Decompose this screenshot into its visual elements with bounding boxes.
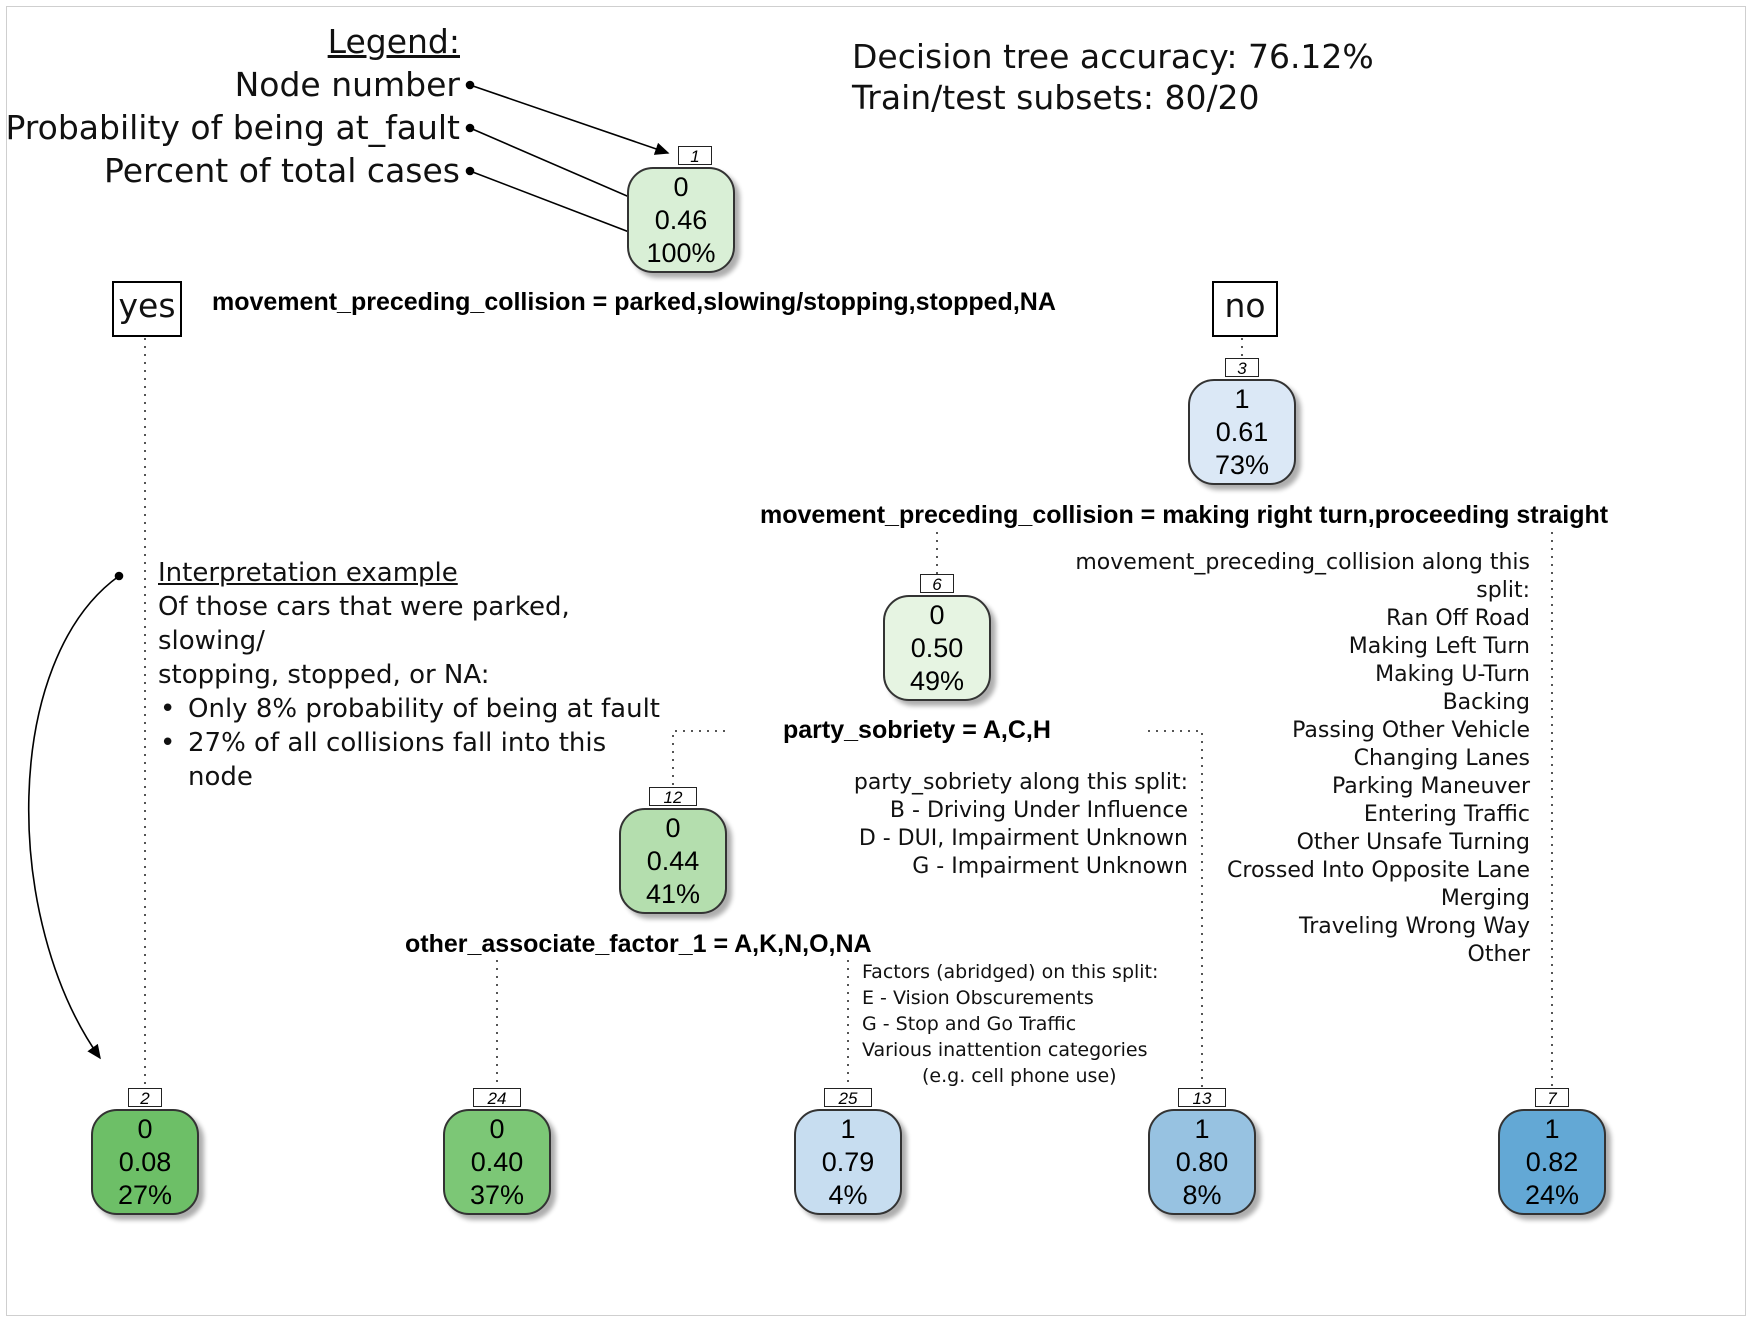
node-class: 1	[1544, 1114, 1560, 1144]
node-class: 0	[929, 600, 945, 630]
node-probability: 0.61	[1215, 417, 1269, 447]
node-percent: 8%	[1182, 1180, 1222, 1210]
legend-arrow-percent	[469, 170, 652, 242]
node-class: 0	[673, 172, 689, 202]
node-percent: 100%	[646, 238, 716, 268]
interpretation-bullet: Only 8% probability of being at fault	[158, 692, 678, 726]
accuracy-text: Decision tree accuracy: 76.12%	[852, 37, 1374, 76]
node-class: 1	[1234, 384, 1250, 414]
split-node3: movement_preceding_collision = making ri…	[760, 501, 1609, 529]
node-percent: 41%	[645, 879, 701, 909]
node-probability: 0.08	[118, 1147, 172, 1177]
movement-note-item: Making Left Turn	[1348, 634, 1530, 659]
node6-right-line	[1148, 730, 1203, 1088]
node-percent: 4%	[828, 1180, 868, 1210]
interpretation-title: Interpretation example	[158, 558, 458, 588]
sobriety-note-item: D - DUI, Impairment Unknown	[858, 826, 1188, 851]
node-percent: 27%	[117, 1180, 173, 1210]
tree-node-3: 1 0.61 73%	[1188, 379, 1296, 485]
node-probability: 0.82	[1525, 1147, 1579, 1177]
node-number: 2	[128, 1088, 162, 1108]
movement-note-item: Making U-Turn	[1375, 662, 1530, 687]
tree-node-2: 0 0.08 27%	[91, 1109, 199, 1215]
no-label: no	[1212, 281, 1278, 337]
node-class: 1	[1194, 1114, 1210, 1144]
node-number: 3	[1225, 358, 1259, 378]
movement-note-item: Changing Lanes	[1353, 746, 1530, 771]
movement-note-item: Traveling Wrong Way	[1299, 914, 1530, 939]
diagram-frame	[6, 6, 1746, 1316]
legend-title: Legend:	[327, 22, 460, 61]
node-number: 6	[920, 574, 954, 594]
movement-note: movement_preceding_collision along this …	[1020, 549, 1530, 969]
sobriety-note-item: B - Driving Under Influence	[889, 798, 1188, 823]
interpretation-block: Interpretation example Of those cars tha…	[158, 556, 678, 794]
legend-node-number: Node number	[234, 65, 460, 104]
node-probability: 0.40	[470, 1147, 524, 1177]
sobriety-note-item: G - Impairment Unknown	[912, 854, 1188, 879]
node-percent: 49%	[909, 666, 965, 696]
movement-note-item: Parking Maneuver	[1331, 774, 1530, 799]
node-percent: 73%	[1214, 450, 1270, 480]
factors-note-item: E - Vision Obscurements	[862, 987, 1094, 1009]
tree-node-12: 0 0.44 41%	[619, 808, 727, 914]
interpretation-bullet: 27% of all collisions fall into this nod…	[158, 726, 678, 794]
legend-percent: Percent of total cases	[104, 151, 460, 190]
movement-note-item: Backing	[1442, 690, 1530, 715]
node-percent: 37%	[469, 1180, 525, 1210]
node-probability: 0.79	[821, 1147, 875, 1177]
interpretation-line1: Of those cars that were parked, slowing/	[158, 592, 570, 656]
node-class: 1	[840, 1114, 856, 1144]
factors-note-title: Factors (abridged) on this split:	[862, 961, 1159, 983]
movement-note-title: movement_preceding_collision along this …	[1075, 550, 1530, 603]
node-number: 13	[1178, 1088, 1226, 1108]
tree-node-1: 0 0.46 100%	[627, 167, 735, 273]
node-class: 0	[489, 1114, 505, 1144]
node-number: 12	[649, 787, 697, 807]
movement-note-item: Entering Traffic	[1363, 802, 1530, 827]
interpretation-line2: stopping, stopped, or NA:	[158, 660, 490, 690]
sobriety-note: party_sobriety along this split: B - Dri…	[810, 769, 1188, 881]
movement-note-item: Ran Off Road	[1386, 606, 1530, 631]
train-test-text: Train/test subsets: 80/20	[852, 78, 1260, 117]
node-number: 1	[678, 146, 712, 166]
movement-note-item: Other Unsafe Turning	[1296, 830, 1530, 855]
tree-node-25: 1 0.79 4%	[794, 1109, 902, 1215]
node-percent: 24%	[1524, 1180, 1580, 1210]
tree-node-6: 0 0.50 49%	[883, 595, 991, 701]
tree-node-7: 1 0.82 24%	[1498, 1109, 1606, 1215]
split-root: movement_preceding_collision = parked,sl…	[212, 288, 1056, 316]
legend-arrow-probability	[469, 127, 652, 207]
movement-note-item: Passing Other Vehicle	[1292, 718, 1530, 743]
factors-note: Factors (abridged) on this split: E - Vi…	[862, 959, 1202, 1089]
node-class: 0	[137, 1114, 153, 1144]
yes-label: yes	[112, 281, 182, 337]
node6-left-line	[672, 730, 725, 786]
legend-probability: Probability of being at_fault	[5, 108, 460, 147]
node-number: 7	[1535, 1088, 1569, 1108]
factors-note-item: (e.g. cell phone use)	[922, 1065, 1117, 1087]
node-number: 25	[824, 1088, 872, 1108]
node-probability: 0.44	[646, 846, 700, 876]
node-probability: 0.80	[1175, 1147, 1229, 1177]
sobriety-note-title: party_sobriety along this split:	[853, 770, 1188, 795]
split-node12: other_associate_factor_1 = A,K,N,O,NA	[405, 930, 872, 958]
factors-note-item: Various inattention categories	[862, 1039, 1148, 1061]
legend-arrow-node-number	[469, 84, 670, 155]
node-probability: 0.46	[654, 205, 708, 235]
split-node6: party_sobriety = A,C,H	[783, 716, 1051, 744]
movement-note-item: Merging	[1440, 886, 1530, 911]
tree-node-13: 1 0.80 8%	[1148, 1109, 1256, 1215]
movement-note-item: Crossed Into Opposite Lane	[1227, 858, 1530, 883]
factors-note-item: G - Stop and Go Traffic	[862, 1013, 1077, 1035]
node-class: 0	[665, 813, 681, 843]
node-number: 24	[473, 1088, 521, 1108]
movement-note-item: Other	[1467, 942, 1530, 967]
interpretation-arrow	[28, 575, 120, 1060]
tree-node-24: 0 0.40 37%	[443, 1109, 551, 1215]
node-probability: 0.50	[910, 633, 964, 663]
